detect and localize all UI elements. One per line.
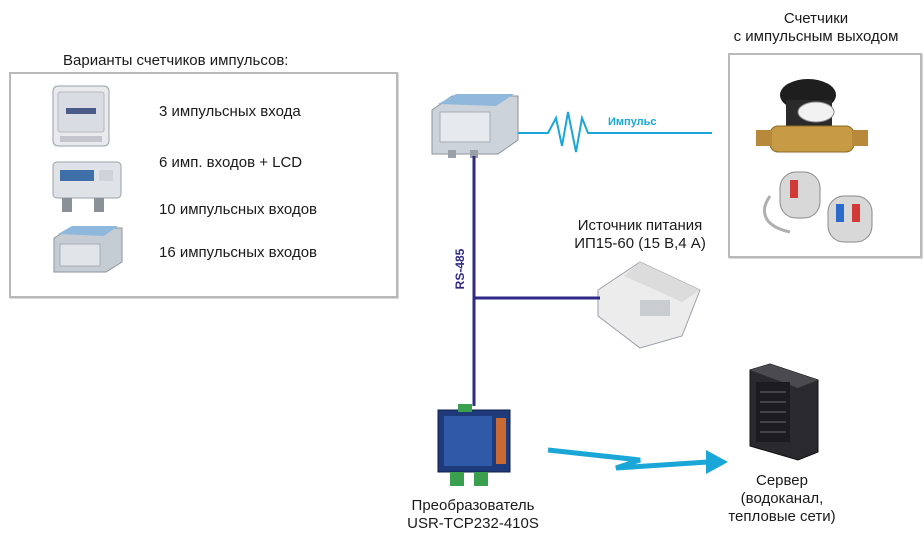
server-image — [749, 363, 819, 461]
converter-label-line1: Преобразователь — [411, 497, 535, 514]
device-3-inputs-image — [52, 85, 110, 147]
variant-label-10-inputs: 10 импульсных входов — [159, 201, 318, 218]
meters-title: Счетчики с импульсным выходом — [716, 10, 916, 46]
server-label-line2: (водоканал, — [740, 490, 824, 507]
server-label: Сервер (водоканал, тепловые сети) — [712, 472, 852, 526]
power-supply-label: Источник питания ИП15-60 (15 В,4 А) — [555, 217, 725, 253]
meters-title-line1: Счетчики — [783, 10, 849, 27]
variant-label-16-inputs: 16 импульсных входов — [159, 244, 318, 261]
power-supply-image — [597, 261, 701, 349]
rs485-label: RS-485 — [453, 248, 467, 290]
server-label-line1: Сервер — [755, 472, 808, 489]
variants-title: Варианты счетчиков импульсов: — [63, 52, 289, 69]
server-label-line3: тепловые сети) — [728, 508, 836, 525]
power-supply-label-line1: Источник питания — [577, 217, 703, 234]
wireless-link-arrow — [547, 447, 728, 474]
device-16-inputs-image — [53, 226, 123, 273]
converter-image — [437, 404, 511, 486]
variant-label-3-inputs: 3 импульсных входа — [159, 103, 301, 120]
device-6-inputs-lcd-image — [52, 161, 122, 212]
variant-label-6-inputs-lcd: 6 имп. входов + LCD — [159, 154, 303, 171]
pulse-signal-line — [518, 111, 712, 153]
water-meter-image-top — [756, 79, 868, 153]
power-supply-label-line2: ИП15-60 (15 В,4 А) — [574, 235, 706, 252]
pulse-label: Импульс — [608, 116, 657, 128]
converter-label: Преобразователь USR-TCP232-410S — [378, 497, 568, 533]
meters-title-line2: с импульсным выходом — [733, 28, 899, 45]
water-meters-image-bottom — [763, 171, 873, 243]
converter-label-line2: USR-TCP232-410S — [407, 515, 539, 532]
pulse-counter-device-image — [431, 94, 519, 158]
